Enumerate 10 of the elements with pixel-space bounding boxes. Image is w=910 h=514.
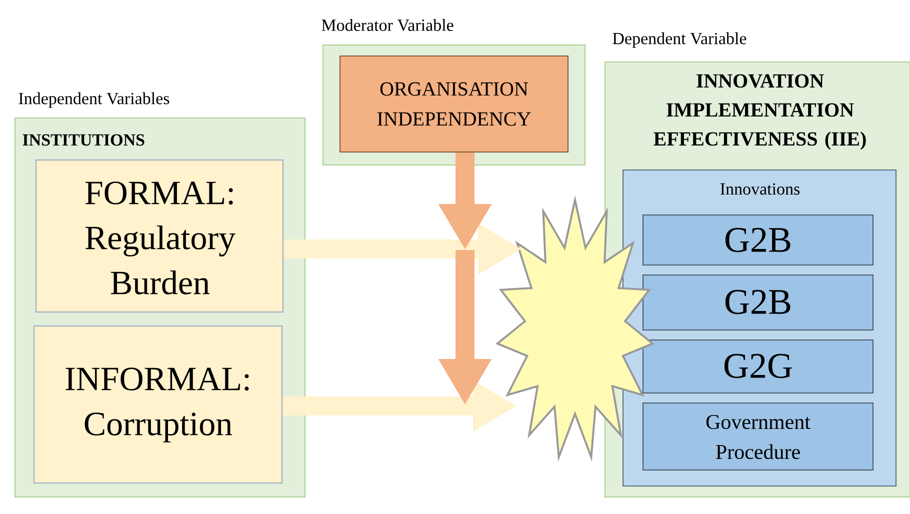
node-label: Moderator Variable bbox=[322, 18, 454, 32]
innovation-box: Government Procedure bbox=[642, 402, 874, 470]
innovation-box: G2B bbox=[642, 274, 874, 330]
moderator-box: ORGANISATION INDEPENDENCY bbox=[340, 56, 568, 152]
node-label: Dependent Variable bbox=[612, 32, 746, 48]
node-label: Independent Variables bbox=[18, 92, 170, 108]
innovation-box: G2B bbox=[642, 214, 874, 266]
variable-box: FORMAL: Regulatory Burden bbox=[36, 160, 284, 312]
innovation-box: G2G bbox=[642, 340, 874, 394]
variable-box: INFORMAL: Corruption bbox=[34, 326, 282, 484]
